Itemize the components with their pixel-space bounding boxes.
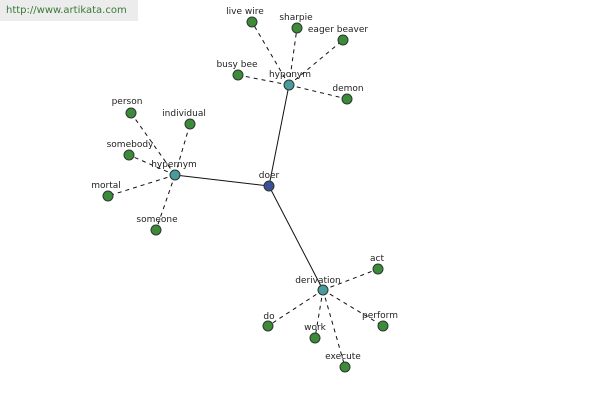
node-live-wire[interactable]: live wire xyxy=(226,7,264,28)
edge-hyponym-busy-bee xyxy=(237,74,290,86)
edge-hyponym-sharpie xyxy=(288,27,298,86)
node-perform-label: perform xyxy=(362,311,398,321)
node-derivation-circle[interactable] xyxy=(317,284,329,296)
node-do[interactable]: do xyxy=(262,312,275,332)
node-hyponym-circle[interactable] xyxy=(283,79,295,91)
node-hypernym-label: hypernym xyxy=(151,160,197,170)
node-hypernym-circle[interactable] xyxy=(169,169,181,181)
edge-doer-hyponym xyxy=(268,84,290,187)
node-sharpie-label: sharpie xyxy=(279,13,313,23)
node-person-circle[interactable] xyxy=(125,107,137,119)
edge-derivation-execute xyxy=(322,289,346,368)
node-busy-bee-label: busy bee xyxy=(216,60,258,70)
node-person-label: person xyxy=(112,97,143,107)
node-somebody-label: somebody xyxy=(107,140,154,150)
node-live-wire-label: live wire xyxy=(226,7,264,17)
node-individual[interactable]: individual xyxy=(162,109,206,130)
node-individual-label: individual xyxy=(162,109,206,119)
node-hyponym[interactable]: hyponym xyxy=(269,70,311,91)
edge-derivation-do xyxy=(267,289,324,327)
node-execute-circle[interactable] xyxy=(339,361,351,373)
node-work-label: work xyxy=(304,323,327,333)
edge-layer xyxy=(107,21,384,368)
edge-derivation-perform xyxy=(322,289,384,327)
node-work-circle[interactable] xyxy=(309,332,321,344)
node-mortal[interactable]: mortal xyxy=(91,181,121,202)
node-demon[interactable]: demon xyxy=(332,84,364,105)
edge-hypernym-somebody xyxy=(128,154,176,176)
node-do-circle[interactable] xyxy=(262,320,274,332)
node-eager-beaver-label: eager beaver xyxy=(308,25,368,35)
node-someone[interactable]: someone xyxy=(136,215,178,236)
node-hyponym-label: hyponym xyxy=(269,70,311,80)
node-doer-label: doer xyxy=(259,171,280,181)
node-sharpie[interactable]: sharpie xyxy=(279,13,313,34)
node-eager-beaver[interactable]: eager beaver xyxy=(308,25,368,46)
node-work[interactable]: work xyxy=(304,323,327,344)
node-layer: live wire sharpie eager beaver busy bee demo… xyxy=(91,7,398,373)
edge-hyponym-demon xyxy=(288,84,348,100)
node-busy-bee-circle[interactable] xyxy=(232,69,244,81)
node-mortal-label: mortal xyxy=(91,181,121,191)
node-mortal-circle[interactable] xyxy=(102,190,114,202)
node-execute[interactable]: execute xyxy=(325,352,361,373)
edge-hypernym-individual xyxy=(174,123,191,176)
source-url[interactable]: http://www.artikata.com xyxy=(0,0,138,21)
node-somebody-circle[interactable] xyxy=(123,149,135,161)
node-demon-circle[interactable] xyxy=(341,93,353,105)
node-do-label: do xyxy=(263,312,275,322)
edge-doer-hypernym xyxy=(174,174,270,187)
node-derivation-label: derivation xyxy=(295,276,341,286)
node-live-wire-circle[interactable] xyxy=(246,16,258,28)
edge-hypernym-mortal xyxy=(107,174,176,197)
node-perform[interactable]: perform xyxy=(362,311,398,332)
node-somebody[interactable]: somebody xyxy=(107,140,154,161)
node-doer-circle[interactable] xyxy=(263,180,275,192)
node-act-circle[interactable] xyxy=(372,263,384,275)
node-derivation[interactable]: derivation xyxy=(295,276,341,296)
node-hypernym[interactable]: hypernym xyxy=(151,160,197,181)
node-someone-circle[interactable] xyxy=(150,224,162,236)
edge-derivation-act xyxy=(322,268,379,291)
node-someone-label: someone xyxy=(136,215,178,225)
node-sharpie-circle[interactable] xyxy=(291,22,303,34)
edge-hypernym-someone xyxy=(155,174,176,231)
edge-hyponym-eager-beaver xyxy=(288,39,344,86)
node-doer[interactable]: doer xyxy=(259,171,280,192)
node-eager-beaver-circle[interactable] xyxy=(337,34,349,46)
node-perform-circle[interactable] xyxy=(377,320,389,332)
node-busy-bee[interactable]: busy bee xyxy=(216,60,258,81)
node-execute-label: execute xyxy=(325,352,361,362)
node-act-label: act xyxy=(370,254,384,264)
node-person[interactable]: person xyxy=(112,97,143,119)
edge-derivation-work xyxy=(314,289,324,339)
edge-doer-derivation xyxy=(268,185,324,291)
node-demon-label: demon xyxy=(332,84,363,94)
node-act[interactable]: act xyxy=(370,254,384,275)
node-individual-circle[interactable] xyxy=(184,118,196,130)
